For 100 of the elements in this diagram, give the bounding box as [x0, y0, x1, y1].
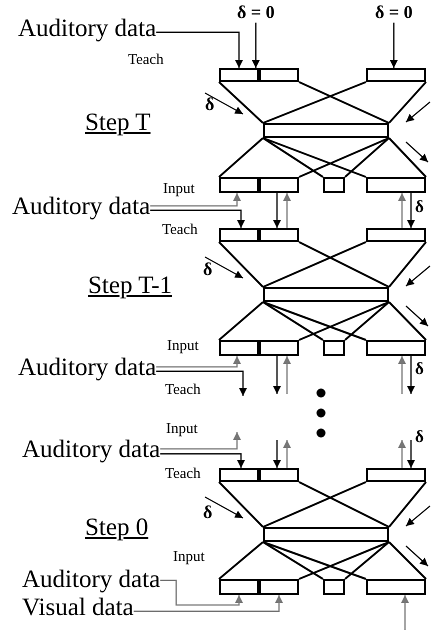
connection-line [388, 301, 427, 341]
layer-box [219, 228, 259, 242]
layer-box [259, 579, 299, 595]
data-source-label: Auditory data [18, 15, 156, 44]
edge-label: δ [415, 360, 424, 379]
layer-box [259, 177, 299, 193]
edge-label: Teach [165, 382, 201, 398]
arrow [160, 580, 243, 606]
connection-line [262, 81, 366, 124]
connection-line [298, 301, 390, 341]
connection-line [262, 137, 366, 178]
edge-label: δ [415, 198, 424, 217]
layer-box [219, 340, 259, 356]
connection-line [262, 301, 324, 341]
connection-line [298, 81, 390, 124]
arrow [150, 193, 241, 207]
arrow [283, 356, 291, 394]
layer-box [219, 177, 259, 193]
step-label: Step 0 [85, 514, 148, 543]
connection-line [388, 481, 427, 528]
layer-box [366, 468, 426, 482]
layer-box [259, 68, 299, 82]
arrow [401, 595, 409, 630]
connection-line [344, 137, 390, 178]
edge-label: Teach [128, 52, 164, 68]
edge-label: δ [415, 428, 424, 447]
layer-box [366, 177, 426, 193]
arrow [273, 193, 281, 228]
delta-symbol: δ [205, 94, 214, 115]
step-label: Step T-1 [88, 272, 172, 301]
connection-line [262, 541, 324, 580]
arrow [156, 32, 243, 68]
connection-line [218, 481, 264, 528]
layer-box [366, 228, 426, 242]
connection-line [298, 541, 390, 580]
layer-box [263, 123, 389, 138]
connection-line [298, 241, 390, 288]
layer-box [259, 468, 299, 482]
arrow [252, 22, 260, 68]
edge-label: Teach [165, 466, 201, 482]
connection-line [298, 481, 390, 528]
connection-line [344, 541, 390, 580]
delta-zero-label: δ = 0 [237, 2, 275, 23]
layer-box [263, 527, 389, 542]
arrow [398, 356, 406, 394]
arrow [156, 356, 241, 368]
edge-label: Input [163, 181, 195, 198]
layer-box [366, 68, 426, 82]
layer-box [323, 340, 345, 356]
connection-line [218, 541, 264, 580]
layer-box [366, 340, 426, 356]
connection-line [218, 137, 264, 178]
edge-label: Input [173, 549, 205, 566]
arrow [160, 453, 245, 468]
data-source-label: Visual data [22, 594, 134, 623]
arrow [283, 193, 291, 228]
data-source-label: Auditory data [12, 193, 150, 222]
arrow [398, 440, 406, 468]
connection-line [218, 81, 264, 124]
connection-line [388, 241, 427, 288]
connection-line [262, 481, 366, 528]
delta-zero-label: δ = 0 [375, 2, 413, 23]
connection-line [388, 541, 427, 580]
arrow [390, 22, 398, 68]
connection-line [218, 241, 264, 288]
delta-symbol: δ [203, 502, 212, 523]
layer-box [323, 177, 345, 193]
edge-label: Input [167, 338, 199, 354]
layer-box [219, 468, 259, 482]
layer-box [323, 579, 345, 595]
edge-label: Teach [162, 222, 198, 238]
connection-line [388, 137, 427, 178]
layer-box [263, 287, 389, 302]
data-source-label: Auditory data [22, 436, 160, 465]
layer-box [366, 579, 426, 595]
connection-line [262, 241, 366, 288]
data-source-label: Auditory data [18, 354, 156, 383]
arrow [398, 193, 406, 228]
arrow [150, 210, 245, 228]
connection-line [218, 301, 264, 341]
arrow [407, 193, 415, 228]
delta-symbol: δ [203, 259, 212, 280]
layer-box [219, 68, 259, 82]
connection-line [298, 137, 390, 178]
edge-label: Input [166, 421, 198, 438]
data-source-label: Auditory data [22, 566, 160, 595]
step-label: Step T [85, 109, 151, 138]
arrow [134, 595, 283, 612]
connection-line [388, 81, 427, 124]
arrow [273, 356, 281, 394]
connection-line [262, 301, 366, 341]
arrow [273, 440, 281, 468]
layer-box [259, 340, 299, 356]
arrow [407, 440, 415, 468]
arrow [156, 370, 247, 396]
arrow [283, 440, 291, 468]
connection-line [262, 541, 366, 580]
connection-line [344, 301, 390, 341]
layer-box [219, 579, 259, 595]
connection-line [262, 137, 324, 178]
